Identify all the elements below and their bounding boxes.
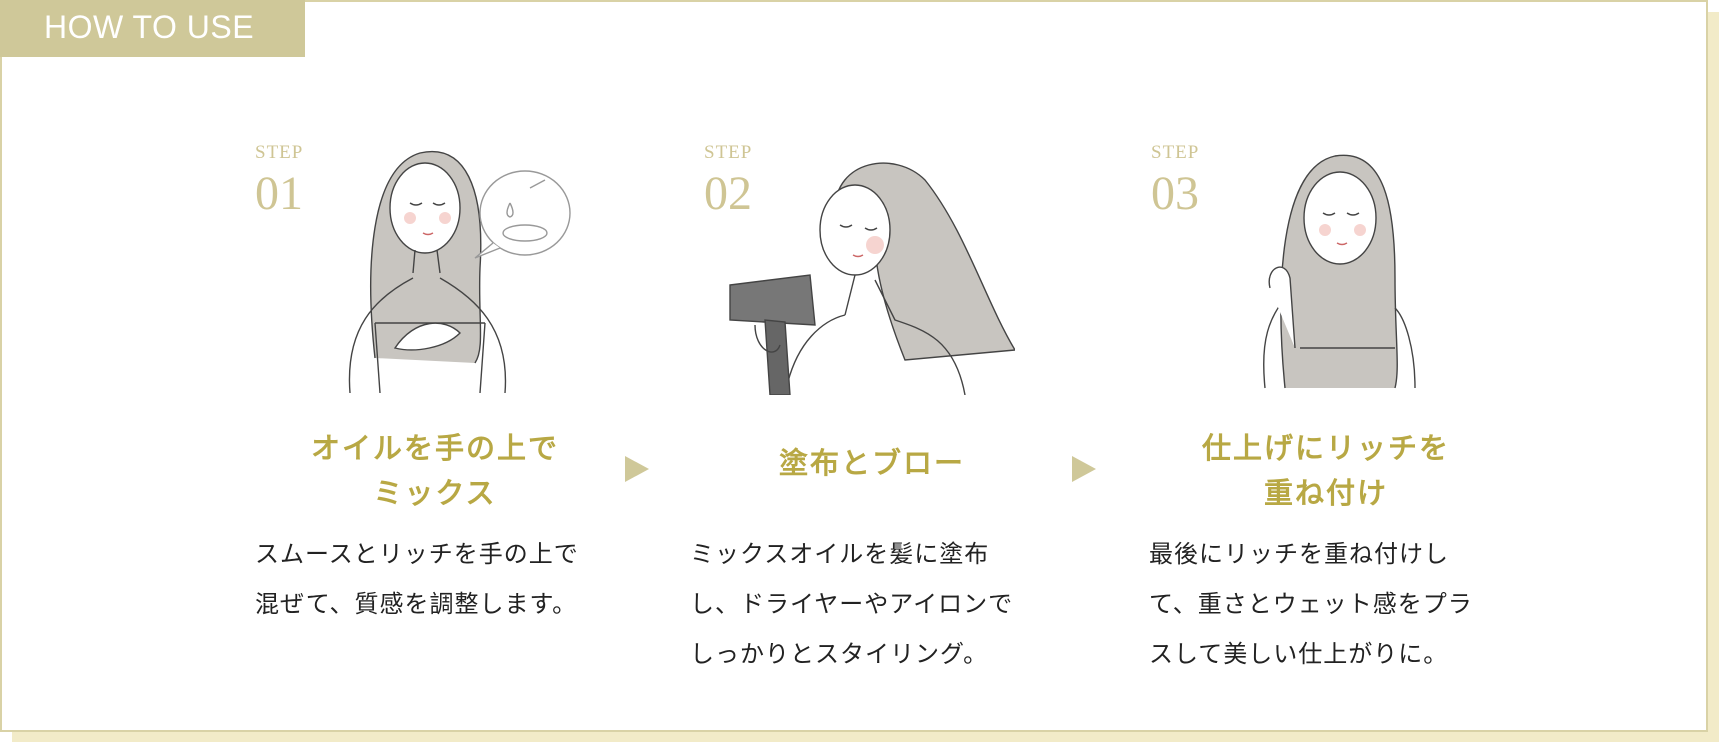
- step-2-description: ミックスオイルを髪に塗布 し、ドライヤーやアイロンで しっかりとスタイリング。: [690, 529, 1070, 679]
- step-number: 03: [1151, 167, 1199, 220]
- woman-blow-drying-illustration: [729, 162, 1015, 395]
- step-label: STEP: [704, 142, 753, 163]
- arrow-right-icon: [1072, 456, 1096, 482]
- title-line: 仕上げにリッチを: [1201, 431, 1450, 465]
- step-1-description: スムースとリッチを手の上で 混ぜて、質感を調整します。: [255, 529, 635, 629]
- desc-line: て、重さとウェット感をプラ: [1149, 590, 1473, 618]
- title-line: ミックス: [373, 476, 497, 510]
- step-2-title: 塗布とブロー: [712, 441, 1032, 486]
- step-number: 01: [255, 167, 303, 220]
- step-3-description: 最後にリッチを重ね付けし て、重さとウェット感をプラ スして美しい仕上がりに。: [1149, 529, 1529, 679]
- title-line: 塗布とブロー: [778, 446, 965, 480]
- desc-line: し、ドライヤーやアイロンで: [690, 590, 1014, 618]
- step-3-badge: STEP 03: [1151, 142, 1199, 218]
- title-line: オイルを手の上で: [310, 431, 559, 465]
- desc-line: スムースとリッチを手の上で: [255, 540, 579, 568]
- desc-line: ミックスオイルを髪に塗布: [690, 540, 990, 568]
- title-line: 重ね付け: [1263, 476, 1388, 510]
- desc-line: 混ぜて、質感を調整します。: [255, 590, 578, 618]
- section-title: HOW TO USE: [44, 9, 255, 45]
- desc-line: 最後にリッチを重ね付けし: [1149, 540, 1449, 568]
- desc-line: しっかりとスタイリング。: [690, 640, 989, 668]
- woman-mixing-oil-illustration: [348, 150, 571, 393]
- step-label: STEP: [255, 142, 304, 163]
- arrow-right-icon: [625, 456, 649, 482]
- woman-finishing-hair-illustration: [1263, 154, 1416, 389]
- step-label: STEP: [1151, 142, 1200, 163]
- step-2-badge: STEP 02: [704, 142, 752, 218]
- section-tab: HOW TO USE: [0, 0, 305, 57]
- step-3-title: 仕上げにリッチを 重ね付け: [1166, 426, 1486, 516]
- step-1-badge: STEP 01: [255, 142, 303, 218]
- desc-line: スして美しい仕上がりに。: [1149, 640, 1449, 668]
- step-1-title: オイルを手の上で ミックス: [275, 426, 595, 516]
- step-number: 02: [704, 167, 752, 220]
